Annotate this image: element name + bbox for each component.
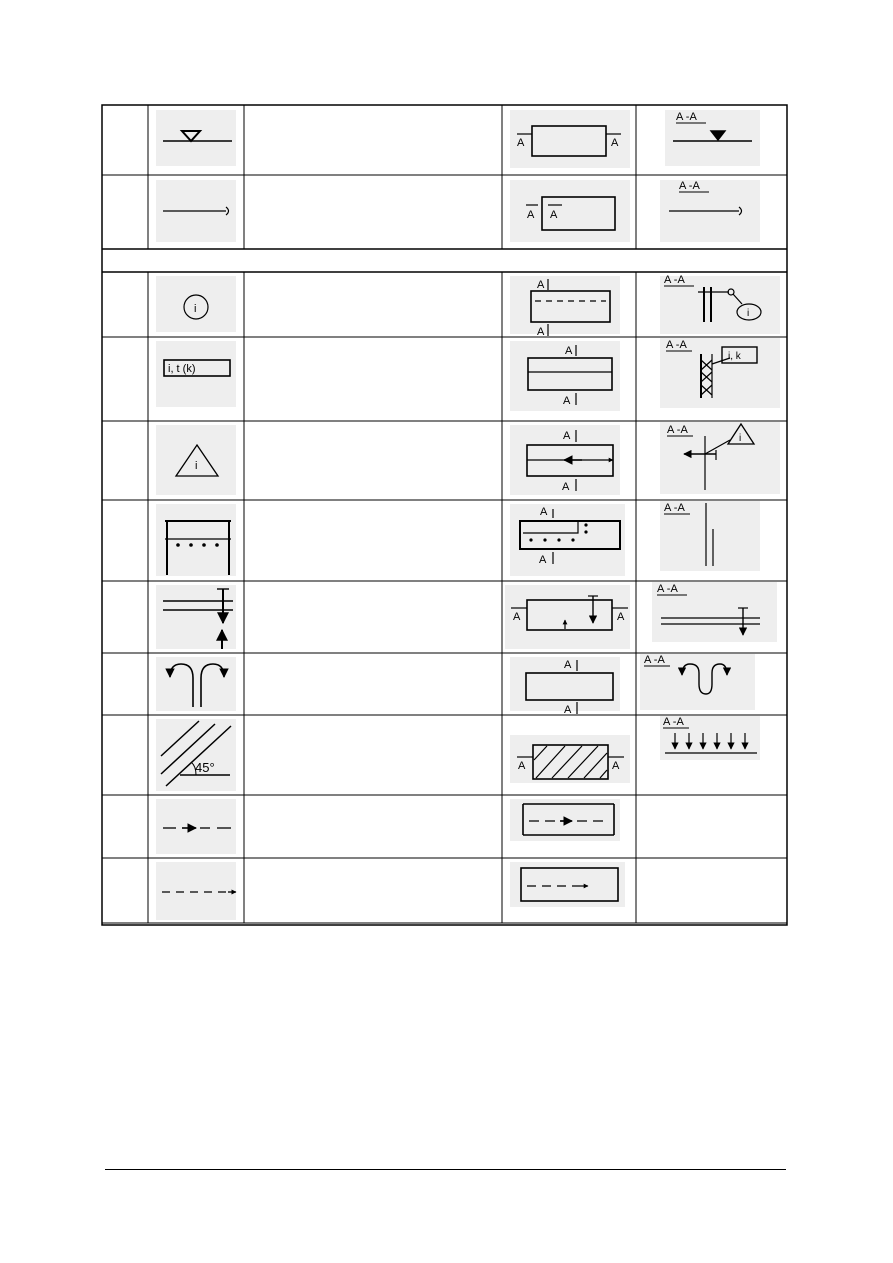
plan-label-a-right: A [612, 760, 620, 772]
section-slope-line-icon [669, 206, 743, 216]
section-circle-i-icon [698, 287, 762, 322]
section-tag-i: i [747, 308, 749, 319]
row-3: i A A A -A i [183, 274, 762, 338]
section-label: A -A [676, 111, 697, 123]
section-label: A -A [679, 180, 700, 192]
section-line-arrows-icon [661, 607, 760, 636]
symbol-tag-i: i [195, 460, 197, 472]
section-label: A -A [657, 583, 678, 595]
plan-label-a-bottom: A [562, 481, 570, 493]
plan-label-a-top: A [540, 506, 548, 518]
section-tag-i: i [739, 433, 741, 444]
section-label: A -A [644, 654, 665, 666]
section-level-mark-icon [673, 130, 752, 142]
plan-label-a-bottom: A [564, 704, 572, 716]
row-6: A A A -A [165, 502, 714, 575]
row-9: 45° A A A -A [160, 716, 757, 787]
plan-view-triangle-i [526, 430, 614, 491]
symbol-slope-line-icon [163, 206, 230, 216]
section-label: A -A [663, 716, 684, 728]
plan-view-line-arrows [511, 595, 628, 631]
plan-label-a-top: A [564, 659, 572, 671]
symbol-triangle-i-icon [174, 443, 220, 477]
section-load-arrows-icon [665, 733, 757, 754]
symbol-tag-itk: i, t (k) [168, 363, 196, 375]
section-label: A -A [664, 274, 685, 286]
symbol-box-itk-icon [163, 359, 231, 377]
row-10 [163, 803, 615, 836]
section-frame-dots-icon [705, 503, 714, 566]
row-11 [162, 867, 619, 902]
plan-label-a-bottom: A [563, 395, 571, 407]
plan-label-a-bottom: A [537, 326, 545, 338]
plan-label-a-left: A [517, 137, 525, 149]
section-label: A -A [667, 424, 688, 436]
plan-view-box-itk [527, 345, 613, 405]
section-triangle-i-icon [683, 422, 756, 490]
symbol-hatch-45-icon [160, 720, 232, 787]
section-box-itk-icon [700, 346, 758, 398]
cell-shading [156, 110, 780, 920]
row-4: i, t (k) A A A -A i, k [163, 339, 758, 407]
plan-view-hatch [517, 744, 624, 780]
section-arc-arrows-icon [677, 663, 732, 695]
section-label: A -A [664, 502, 685, 514]
row-1: A A A -A [163, 111, 752, 157]
plan-label-a-inner: A [550, 209, 558, 221]
plan-label-a-top: A [563, 430, 571, 442]
plan-label-a-left: A [518, 760, 526, 772]
plan-label-a-top: A [565, 345, 573, 357]
section-tag-ik: i, k [728, 351, 742, 362]
plan-view-level [517, 125, 621, 157]
symbol-frame-dots-icon [165, 520, 231, 575]
symbol-level-mark-icon [163, 130, 232, 143]
plan-label-a-top: A [537, 279, 545, 291]
symbol-tag-i: i [194, 303, 196, 315]
plan-view-dash-end [520, 867, 619, 902]
plan-view-dash-mid [522, 803, 615, 836]
plan-view-arc [525, 660, 614, 714]
row-5: i A A A -A i [174, 422, 756, 493]
plan-view-circle-i [530, 279, 611, 336]
plan-label-a-left: A [527, 209, 535, 221]
footer-divider [105, 1169, 786, 1170]
symbol-angle-label: 45° [195, 760, 215, 775]
plan-view-frame-dots [519, 509, 621, 564]
plan-label-a-right: A [617, 611, 625, 623]
row-8: A A A -A [165, 654, 732, 716]
plan-label-a-left: A [513, 611, 521, 623]
row-2: A A A -A [163, 180, 743, 231]
symbol-arc-arrows-icon [165, 663, 229, 707]
row-7: A A A -A [163, 583, 760, 649]
table-grid [101, 104, 788, 926]
plan-view-slope [526, 196, 616, 231]
plan-label-a-bottom: A [539, 554, 547, 566]
plan-label-a-right: A [611, 137, 619, 149]
section-label: A -A [666, 339, 687, 351]
symbol-circle-i-icon [183, 294, 209, 320]
symbol-line-arrows-icon [163, 588, 233, 649]
